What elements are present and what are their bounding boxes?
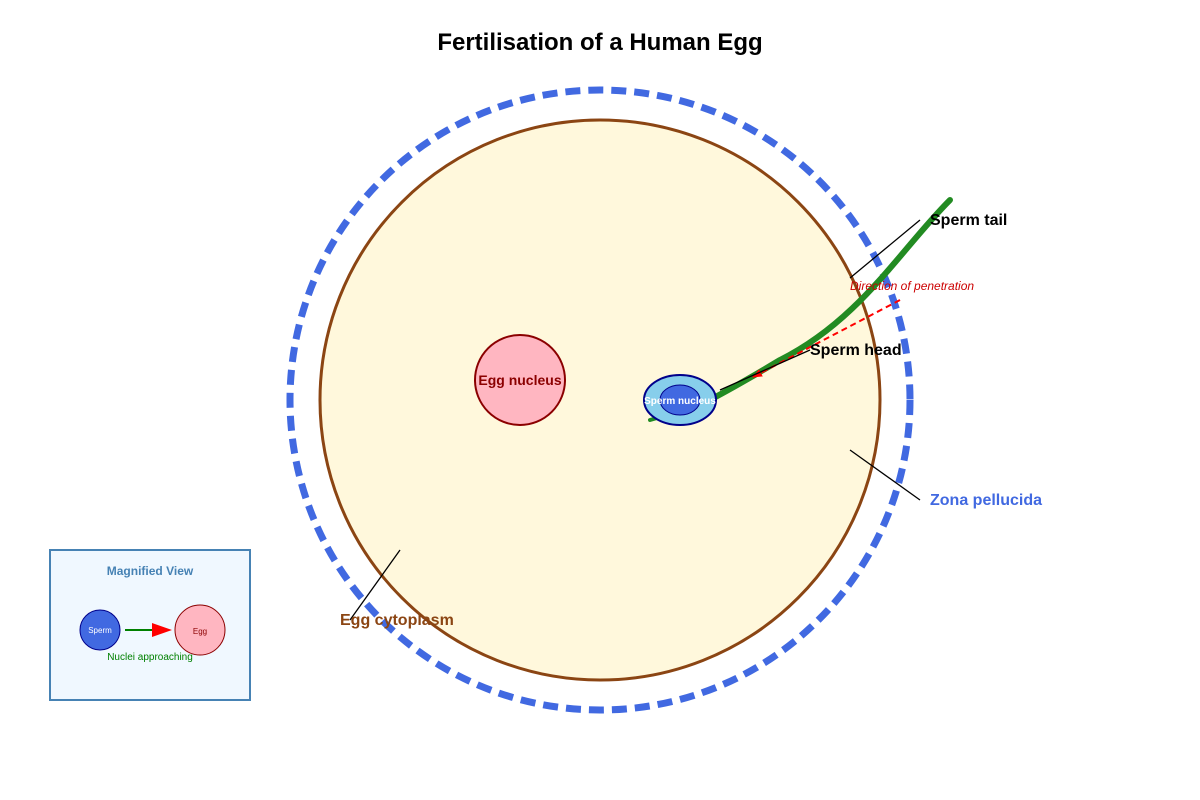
magnified-view-inset: Magnified View Sperm Egg Nuclei approach…: [49, 549, 251, 701]
egg-cytoplasm-leader: [349, 549, 401, 621]
sperm-tail-label: Sperm tail: [930, 212, 1007, 229]
inset-caption: Nuclei approaching: [107, 652, 193, 663]
inset-egg-label: Egg: [193, 627, 207, 636]
zona-pellucida-ring: [286, 86, 914, 714]
egg-nucleus: [474, 334, 566, 426]
zona-pellucida-leader: [849, 449, 921, 501]
inset-sperm-nucleus: [79, 609, 121, 651]
sperm-tail-leader: [849, 219, 921, 279]
sperm-nucleus-label: Sperm nucleus: [644, 396, 716, 407]
inset-title: Magnified View: [107, 564, 194, 578]
zona-pellucida-label: Zona pellucida: [930, 492, 1042, 509]
sperm-head-label: Sperm head: [810, 342, 902, 359]
sperm-nucleus: [659, 384, 701, 416]
inset-approach-arrowhead: [152, 623, 172, 637]
egg-cytoplasm-label: Egg cytoplasm: [340, 612, 454, 629]
sperm-tail: [697, 197, 953, 408]
inset-egg-nucleus: [174, 604, 226, 656]
egg-nucleus-label: Egg nucleus: [478, 372, 561, 388]
direction-label: Direction of penetration: [850, 279, 974, 293]
diagram-title: Fertilisation of a Human Egg: [437, 29, 762, 56]
egg-cytoplasm: [318, 118, 882, 682]
direction-arrow: [752, 299, 901, 378]
sperm-head-leader: [719, 349, 811, 391]
inset-sperm-label: Sperm: [88, 626, 112, 635]
